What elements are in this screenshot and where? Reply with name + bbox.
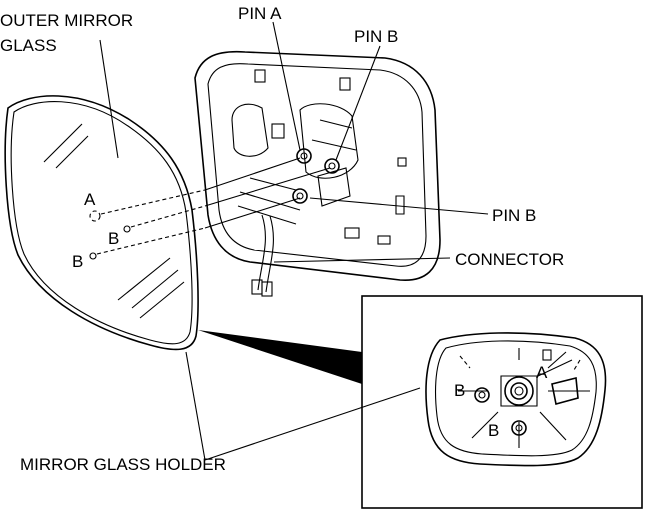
glass-point-b1-label: B xyxy=(108,229,119,248)
leader-lines xyxy=(99,21,489,461)
pin-b-right-label: PIN B xyxy=(492,206,536,225)
outer-mirror-glass xyxy=(4,95,199,351)
connector-label: CONNECTOR xyxy=(455,250,564,269)
glass-point-a-label: A xyxy=(84,190,96,209)
glass-pin-b1-circle xyxy=(123,225,131,233)
glass-pin-a-circle xyxy=(89,210,101,222)
pin-a-label: PIN A xyxy=(238,4,282,23)
detail-point-a-label: A xyxy=(536,363,548,382)
outer-mirror-glass-label-line2: GLASS xyxy=(0,36,57,55)
outer-mirror-glass-label-line1: OUTER MIRROR xyxy=(0,11,133,30)
alignment-lines xyxy=(96,157,331,255)
detail-a-leader xyxy=(547,351,567,369)
mirror-glass-holder-label: MIRROR GLASS HOLDER xyxy=(20,455,226,474)
mirror-glass-holder-assembly xyxy=(194,50,441,297)
pin-b-top-label: PIN B xyxy=(354,27,398,46)
detail-point-b1-label: B xyxy=(454,381,465,400)
glass-pin-b2-circle xyxy=(89,252,97,260)
glass-point-b2-label: B xyxy=(72,252,83,271)
detail-point-b2-label: B xyxy=(488,421,499,440)
detail-projection-wedge xyxy=(198,330,362,384)
detail-view-box xyxy=(361,295,643,509)
